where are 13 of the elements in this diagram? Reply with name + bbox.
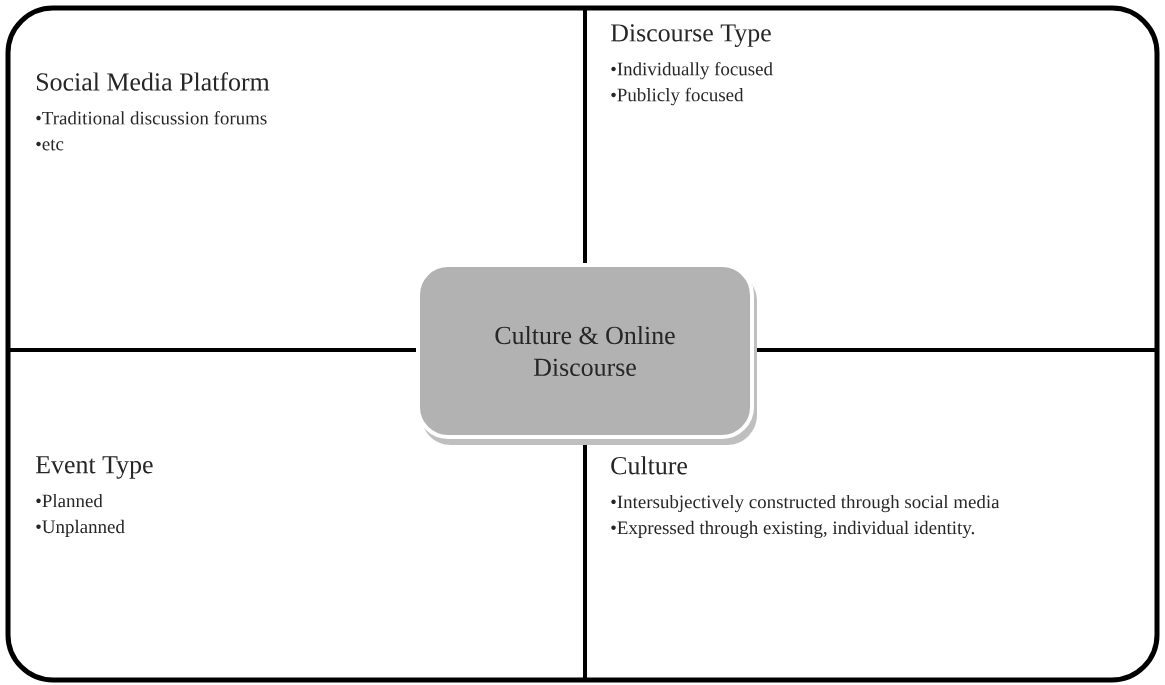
heading: Event Type: [35, 456, 153, 479]
center-box: Culture & Online Discourse: [416, 263, 757, 445]
bullet-item: •Traditional discussion forums: [36, 111, 267, 125]
bullet-item: •Individually focused: [611, 61, 773, 80]
bullet-item: •Intersubjectively constructed through social media: [611, 494, 1000, 513]
bullet-item: •Planned: [36, 493, 103, 508]
bullet-item: •Publicly focused: [611, 87, 744, 106]
bullet-item: •Unplanned: [36, 519, 125, 537]
heading: Discourse Type: [610, 24, 771, 47]
bullet-item: •etc: [36, 139, 64, 151]
bullet-item: •Expressed through existing, individual identity.: [611, 520, 974, 539]
heading: Social Media Platform: [36, 72, 270, 91]
heading: Culture: [611, 456, 687, 475]
